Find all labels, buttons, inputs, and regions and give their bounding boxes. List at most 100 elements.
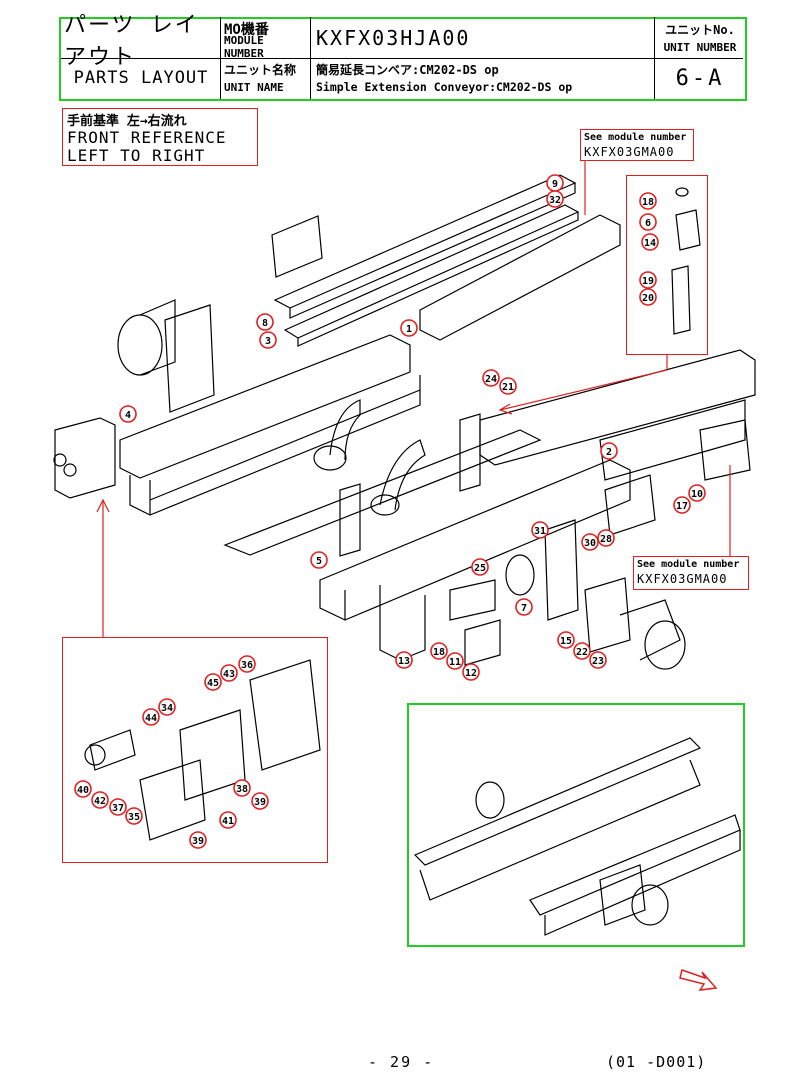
balloon-11-label: 11 bbox=[449, 657, 461, 668]
balloon-7: 7 bbox=[515, 598, 533, 616]
balloon-24-label: 24 bbox=[485, 374, 497, 385]
balloon-36-label: 36 bbox=[241, 660, 253, 671]
balloon-41-label: 43 bbox=[223, 669, 235, 680]
balloon-31-label: 31 bbox=[534, 526, 546, 537]
balloon-45: 45 bbox=[204, 673, 222, 691]
overview-box bbox=[407, 703, 745, 947]
balloon-45-label: 45 bbox=[207, 678, 219, 689]
balloon-35: 35 bbox=[125, 807, 143, 825]
balloon-39b: 39 bbox=[189, 831, 207, 849]
balloon-15-label: 15 bbox=[560, 636, 572, 647]
balloon-41: 43 bbox=[220, 664, 238, 682]
callout-top-number: KXFX03GMA00 bbox=[584, 145, 675, 159]
balloon-21a-label: 21 bbox=[502, 382, 514, 393]
balloon-6: 6 bbox=[639, 213, 657, 231]
balloon-30-label: 30 bbox=[584, 538, 596, 549]
page-number: - 29 - bbox=[368, 1053, 435, 1071]
balloon-20: 20 bbox=[639, 288, 657, 306]
balloon-39b-label: 39 bbox=[192, 836, 204, 847]
balloon-44: 42 bbox=[91, 791, 109, 809]
balloon-35-label: 35 bbox=[128, 812, 140, 823]
title-block bbox=[59, 17, 747, 101]
balloon-37-label: 37 bbox=[112, 803, 124, 814]
balloon-8-label: 8 bbox=[262, 318, 268, 329]
balloon-38-label: 38 bbox=[236, 784, 248, 795]
balloon-17: 17 bbox=[673, 496, 691, 514]
balloon-25-label: 25 bbox=[474, 563, 486, 574]
balloon-15: 15 bbox=[557, 631, 575, 649]
balloon-14: 14 bbox=[641, 233, 659, 251]
balloon-28: 28 bbox=[597, 529, 615, 547]
callout-right: See module number KXFX03GMA00 bbox=[633, 556, 749, 590]
balloon-39a-label: 39 bbox=[254, 797, 266, 808]
balloon-39a: 39 bbox=[251, 792, 269, 810]
reference-box bbox=[62, 108, 258, 166]
balloon-20-label: 20 bbox=[642, 293, 654, 304]
balloon-31: 31 bbox=[531, 521, 549, 539]
balloon-2-label: 2 bbox=[606, 447, 612, 458]
balloon-23: 23 bbox=[589, 651, 607, 669]
balloon-5: 5 bbox=[310, 551, 328, 569]
balloon-3: 3 bbox=[259, 331, 277, 349]
reference-line-direction: LEFT TO RIGHT bbox=[67, 146, 206, 165]
balloon-10: 10 bbox=[688, 484, 706, 502]
callout-right-number: KXFX03GMA00 bbox=[637, 572, 728, 586]
tb-divider bbox=[61, 58, 743, 59]
balloon-22-label: 22 bbox=[576, 647, 588, 658]
balloon-13-label: 13 bbox=[398, 656, 410, 667]
balloon-1-label: 1 bbox=[406, 324, 412, 335]
balloon-10-label: 10 bbox=[691, 489, 703, 500]
next-page-arrow-icon bbox=[679, 969, 718, 991]
balloon-2: 2 bbox=[600, 442, 618, 460]
unit-name-label-jp: ユニット名称 bbox=[224, 62, 297, 77]
document-code: (01 -D001) bbox=[606, 1053, 707, 1071]
balloon-23-label: 23 bbox=[592, 656, 604, 667]
balloon-22: 22 bbox=[573, 642, 591, 660]
unit-name-label: UNIT NAME bbox=[224, 80, 284, 94]
balloon-40: 40 bbox=[74, 780, 92, 798]
balloon-34-label: 34 bbox=[161, 703, 173, 714]
balloon-17-label: 17 bbox=[676, 501, 688, 512]
balloon-12-label: 12 bbox=[465, 668, 477, 679]
balloon-38: 38 bbox=[233, 779, 251, 797]
reference-line-jp: 手前基準 左→右流れ bbox=[67, 114, 187, 129]
layout-title-en: PARTS LAYOUT bbox=[73, 68, 209, 88]
balloon-12: 12 bbox=[462, 663, 480, 681]
balloon-4-label: 4 bbox=[125, 410, 131, 421]
balloon-1: 1 bbox=[400, 319, 418, 337]
balloon-21a: 21 bbox=[499, 377, 517, 395]
balloon-14-label: 14 bbox=[644, 238, 656, 249]
balloon-13: 13 bbox=[395, 651, 413, 669]
balloon-36: 36 bbox=[238, 655, 256, 673]
balloon-19: 19 bbox=[639, 271, 657, 289]
balloon-32-label: 32 bbox=[549, 195, 561, 206]
callout-top: See module number KXFX03GMA00 bbox=[580, 129, 694, 161]
balloon-42: 41 bbox=[219, 811, 237, 829]
balloon-18b-label: 18 bbox=[433, 647, 445, 658]
unit-name-jp: 簡易延長コンベア:CM202-DS op bbox=[316, 62, 499, 77]
balloon-37: 37 bbox=[109, 798, 127, 816]
unit-label-jp: ユニットNo. bbox=[665, 22, 735, 37]
balloon-34: 34 bbox=[158, 698, 176, 716]
balloon-6-label: 6 bbox=[645, 218, 651, 229]
balloon-28-label: 28 bbox=[600, 534, 612, 545]
balloon-43-label: 44 bbox=[145, 713, 157, 724]
balloon-42-label: 41 bbox=[222, 816, 234, 827]
balloon-18a-label: 18 bbox=[642, 197, 654, 208]
callout-right-label: See module number bbox=[637, 559, 740, 570]
balloon-9-label: 9 bbox=[552, 179, 558, 190]
balloon-24: 24 bbox=[482, 369, 500, 387]
unit-number: 6-A bbox=[675, 65, 725, 91]
balloon-7-label: 7 bbox=[521, 603, 527, 614]
unit-number-label: UNIT NUMBER bbox=[663, 40, 737, 54]
reference-line-front: FRONT REFERENCE bbox=[67, 128, 227, 147]
balloon-25: 25 bbox=[471, 558, 489, 576]
balloon-32: 32 bbox=[546, 190, 564, 208]
mo-label-jp: MO機番 bbox=[224, 22, 269, 38]
unit-name-en: Simple Extension Conveyor:CM202-DS op bbox=[316, 80, 573, 94]
balloon-18a: 18 bbox=[639, 192, 657, 210]
balloon-44-label: 42 bbox=[94, 796, 106, 807]
balloon-18b: 18 bbox=[430, 642, 448, 660]
balloon-40-label: 40 bbox=[77, 785, 89, 796]
